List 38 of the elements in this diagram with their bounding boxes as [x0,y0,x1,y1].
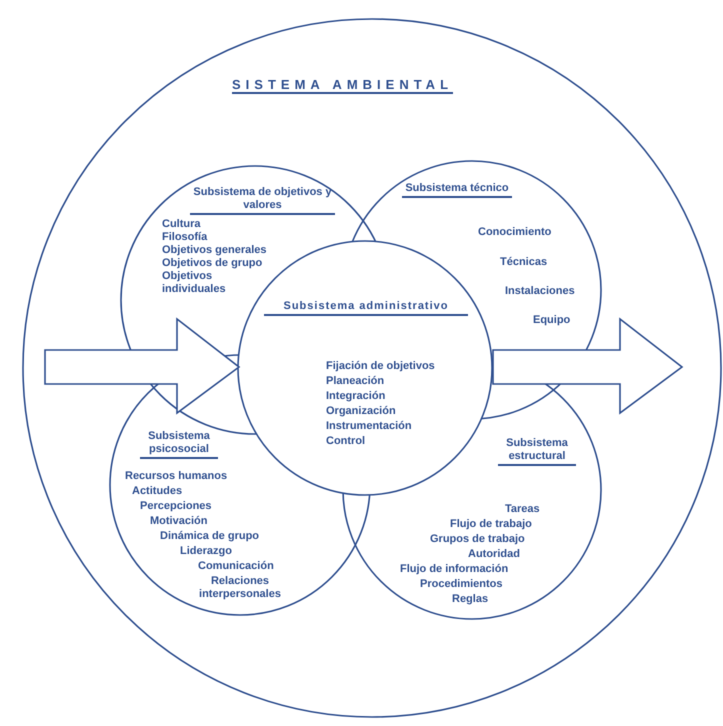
subsystem-item: Relaciones interpersonales [198,575,282,601]
subsystem-item: Dinámica de grupo [160,530,260,543]
subsystem-item: Integración [326,390,386,403]
block-arrow [44,317,240,415]
subsystem-heading: Subsistema psicosocial [140,430,218,459]
subsystem-item: Equipo [533,314,570,327]
subsystem-item: Instalaciones [505,285,575,298]
subsystem-item: Recursos humanos [125,470,228,483]
subsystem-item: Procedimientos [420,578,503,591]
subsystem-item: Flujo de trabajo [450,518,532,531]
subsystem-item: Control [326,435,366,448]
subsystem-item: Técnicas [500,256,548,269]
subsystem-item: Flujo de información [400,563,508,576]
subsystem-item: Autoridad [468,548,520,561]
subsystem-item: Motivación [150,515,208,528]
subsystem-item: Fijación de objetivos [326,360,435,373]
subsystem-heading: Subsistema de objetivos y valores [190,186,335,215]
block-arrow [492,317,684,415]
subsystem-item: Filosofía [162,231,208,244]
subsystem-item: Comunicación [198,560,274,573]
subsystem-item: Planeación [326,375,384,388]
subsystem-item: Liderazgo [180,545,232,558]
subsystem-item: Conocimiento [478,226,552,239]
subsystem-item: Objetivos de grupo [162,257,262,270]
subsystem-item: Organización [326,405,396,418]
subsystem-item: Tareas [505,503,540,516]
system-heading: SISTEMA AMBIENTAL [232,78,454,94]
subsystem-item: Actitudes [132,485,182,498]
subsystem-item: Grupos de trabajo [430,533,525,546]
subsystem-heading: Subsistema estructural [498,437,576,466]
subsystem-heading: Subsistema técnico [402,182,512,198]
subsystem-heading: Subsistema administrativo [264,300,468,316]
subsystem-item: Percepciones [140,500,212,513]
subsystem-item: Objetivos generales [162,244,267,257]
subsystem-item: Cultura [162,218,200,231]
subsystem-item: Reglas [452,593,488,606]
subsystem-item: Objetivos individuales [162,270,227,296]
subsystem-item: Instrumentación [326,420,412,433]
